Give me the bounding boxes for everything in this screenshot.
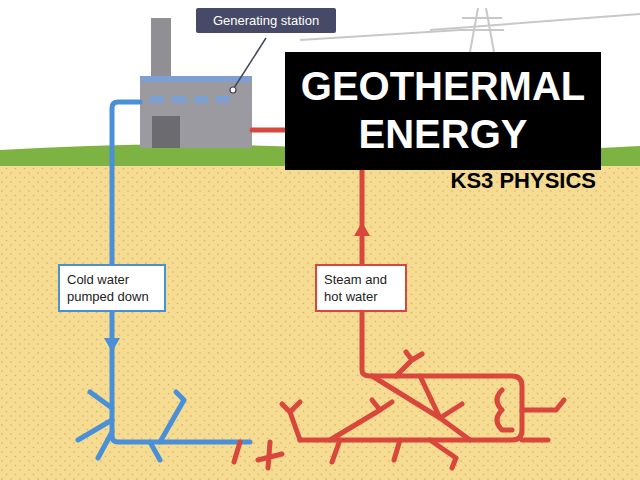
title-box: GEOTHERMAL ENERGY xyxy=(285,52,601,170)
power-pylon xyxy=(300,8,640,52)
node-text: Steam and hot water xyxy=(324,271,398,305)
node-text: Generating station xyxy=(203,13,329,28)
rock-ground xyxy=(0,160,640,480)
callout-box: Generating station xyxy=(196,8,336,33)
callout-box: Steam and hot water xyxy=(315,264,407,312)
power-station xyxy=(140,18,252,148)
leader-line xyxy=(234,38,266,88)
arrow-head xyxy=(354,222,370,236)
callout-box: Cold water pumped down xyxy=(58,264,166,312)
subtitle-label: KS3 PHYSICS xyxy=(400,168,596,194)
title-text: GEOTHERMAL ENERGY xyxy=(293,62,593,158)
arrow-head xyxy=(104,338,120,352)
node-text: Cold water pumped down xyxy=(67,271,157,305)
